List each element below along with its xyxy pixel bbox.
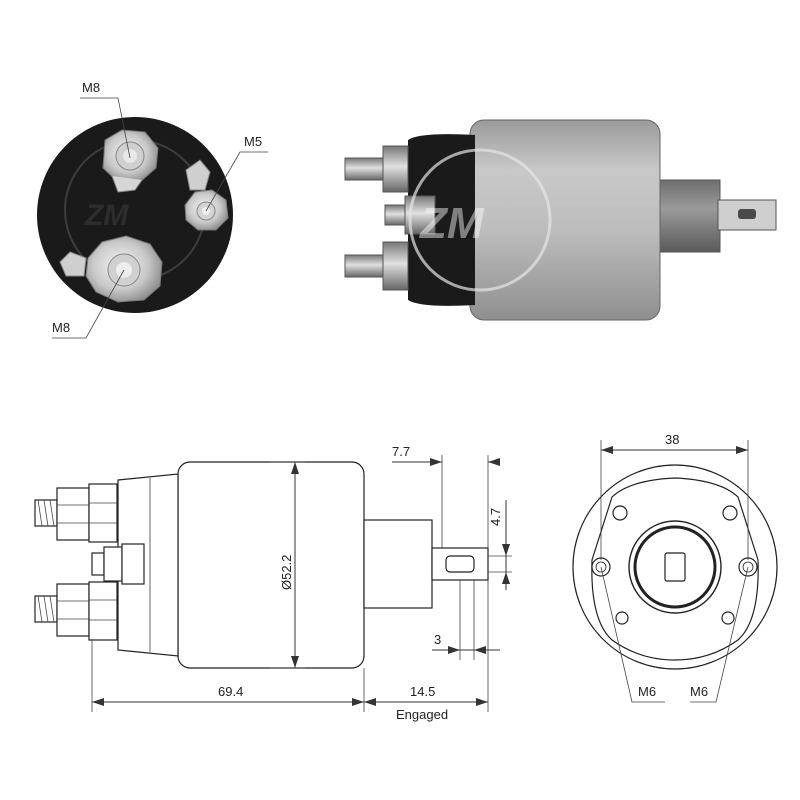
housing-photo [469, 119, 661, 321]
dim-travel-text: 14.5 [410, 684, 435, 699]
plunger-bore-inner [633, 525, 717, 609]
plunger-end [664, 552, 686, 582]
stud-top-outline [34, 483, 118, 543]
watermark-logo: ZM [84, 199, 129, 232]
plunger-photo [654, 179, 721, 253]
dim-offset-text: 7.7 [392, 444, 410, 459]
end-body-outline [591, 477, 759, 661]
hole-top-right [722, 505, 738, 521]
label-m5: M5 [244, 134, 262, 149]
hole-bottom-right [721, 611, 735, 625]
drawing-end-view: 38 M6 M6 [572, 432, 778, 703]
label-m6-right: M6 [690, 684, 708, 699]
plunger-outline [363, 519, 433, 609]
dim-diameter-text: Ø52.2 [279, 555, 294, 590]
housing-outline [177, 461, 365, 669]
label-m8-top: M8 [82, 80, 100, 95]
leader-m5 [205, 151, 268, 212]
dim-length-text: 69.4 [218, 684, 243, 699]
hole-top-left [612, 505, 628, 521]
plunger-tab-slot-outline [445, 555, 475, 573]
drawing-side-view: Ø52.2 7.7 4.7 3 69.4 14.5 [34, 444, 512, 722]
cap-outline [117, 473, 179, 657]
stud-bottom-photo [344, 241, 409, 291]
leader-m6-left [600, 566, 665, 703]
label-m8-bottom: M8 [52, 320, 70, 335]
leader-m8-bottom [52, 269, 125, 339]
leader-m6-right [690, 566, 749, 703]
plunger-bore [628, 520, 722, 614]
stud-mid-outline [91, 543, 145, 585]
photo-side-view: ZM [344, 119, 777, 321]
plunger-tab-slot [738, 209, 756, 219]
terminal-m8-top [102, 129, 159, 193]
dim-spacing-text: 38 [665, 432, 679, 447]
stud-top-photo [344, 145, 409, 193]
photo-end-view: ZM M8 M5 M8 [37, 80, 268, 339]
watermark-ring-side [408, 148, 552, 292]
end-cap-photo [37, 117, 233, 313]
dim-tab-text: 3 [434, 632, 441, 647]
watermark-logo-side: ZM [418, 199, 485, 248]
stud-bottom-outline [34, 581, 118, 641]
dim-slot-text: 4.7 [488, 508, 503, 526]
dim-travel-state: Engaged [396, 707, 448, 722]
hole-bottom-left [615, 611, 629, 625]
leader-m8-top [80, 97, 131, 159]
label-m6-left: M6 [638, 684, 656, 699]
